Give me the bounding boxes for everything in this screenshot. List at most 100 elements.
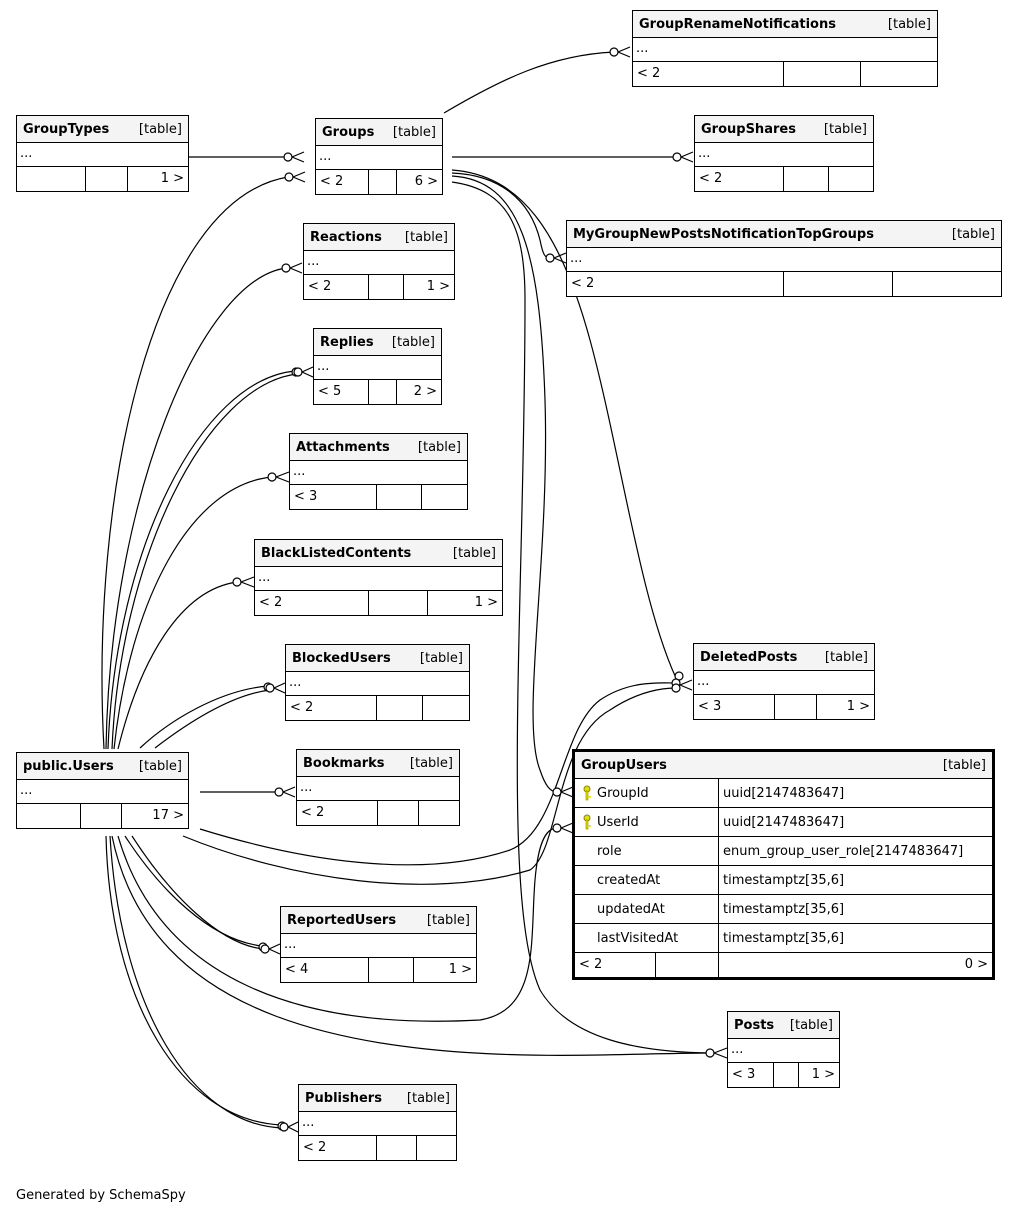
edge-groups-grouprename bbox=[443, 51, 615, 114]
parents-count: < 2 bbox=[575, 953, 656, 977]
children-count: 1 > bbox=[426, 279, 450, 294]
parents-count: < 2 bbox=[695, 167, 784, 191]
table-header: Bookmarks[table] bbox=[297, 750, 459, 777]
parents-count: < 2 bbox=[304, 275, 369, 299]
table-public-users[interactable]: public.Users[table] ... 17 > bbox=[16, 752, 189, 829]
columns-ellipsis: ... bbox=[316, 146, 442, 170]
cf-replies bbox=[291, 366, 314, 378]
cf-groupshares bbox=[672, 151, 694, 163]
columns-ellipsis: ... bbox=[633, 38, 937, 62]
parents-count: < 4 bbox=[281, 958, 369, 982]
table-header: MyGroupNewPostsNotificationTopGroups[tab… bbox=[567, 221, 1001, 248]
parents-count: < 2 bbox=[255, 591, 369, 615]
columns-ellipsis: ... bbox=[297, 777, 459, 801]
table-footer: < 4 1 > bbox=[281, 958, 476, 982]
column-name: createdAt bbox=[597, 872, 661, 888]
table-name: GroupTypes bbox=[23, 121, 110, 137]
column-row[interactable]: createdAt timestamptz[35,6] bbox=[575, 866, 992, 895]
table-tag: [table] bbox=[452, 545, 496, 561]
table-tag: [table] bbox=[391, 334, 435, 350]
table-publishers[interactable]: Publishers[table] ... < 2 bbox=[298, 1084, 457, 1161]
table-grouptypes[interactable]: GroupTypes [table] ... 1 > bbox=[16, 115, 189, 192]
table-header: Reactions[table] bbox=[304, 224, 454, 251]
table-header: Replies[table] bbox=[314, 329, 441, 356]
column-row[interactable]: lastVisitedAt timestamptz[35,6] bbox=[575, 924, 992, 953]
children-count bbox=[417, 1136, 456, 1160]
table-tag: [table] bbox=[406, 1090, 450, 1106]
table-name: Attachments bbox=[296, 439, 390, 455]
table-footer: 1 > bbox=[17, 167, 188, 191]
column-row[interactable]: UserId uuid[2147483647] bbox=[575, 808, 992, 837]
columns-count bbox=[378, 801, 419, 825]
table-bookmarks[interactable]: Bookmarks[table] ... < 2 bbox=[296, 749, 460, 826]
table-tag: [table] bbox=[823, 121, 867, 137]
table-name: DeletedPosts bbox=[700, 649, 798, 665]
columns-count bbox=[774, 1063, 799, 1087]
table-name: MyGroupNewPostsNotificationTopGroups bbox=[573, 226, 874, 242]
columns-count bbox=[369, 591, 428, 615]
columns-count bbox=[369, 275, 404, 299]
edge-groups-posts bbox=[451, 181, 711, 1054]
column-row[interactable]: role enum_group_user_role[2147483647] bbox=[575, 837, 992, 866]
table-blockedusers[interactable]: BlockedUsers[table] ... < 2 bbox=[285, 644, 470, 721]
children-count: 1 > bbox=[448, 962, 472, 977]
table-mygroupnewpostsnotificationtopgroups[interactable]: MyGroupNewPostsNotificationTopGroups[tab… bbox=[566, 220, 1002, 297]
cf-blacklisted bbox=[232, 576, 255, 588]
table-tag: [table] bbox=[942, 757, 986, 773]
table-header: BlockedUsers [table] bbox=[286, 645, 469, 672]
columns-count bbox=[369, 170, 397, 194]
table-groupusers[interactable]: GroupUsers[table] GroupId uuid[214748364… bbox=[572, 749, 995, 980]
columns-count bbox=[377, 696, 423, 720]
children-count bbox=[422, 485, 467, 509]
table-footer: < 2 bbox=[567, 272, 1001, 296]
table-tag: [table] bbox=[426, 912, 470, 928]
table-name: BlockedUsers bbox=[292, 650, 391, 666]
generated-by-note: Generated by SchemaSpy bbox=[16, 1188, 186, 1203]
columns-count bbox=[784, 167, 829, 191]
column-row[interactable]: GroupId uuid[2147483647] bbox=[575, 779, 992, 808]
table-tag: [table] bbox=[138, 758, 182, 774]
children-count bbox=[861, 62, 937, 86]
edge-groups-deletedposts bbox=[451, 169, 677, 679]
parents-count: < 2 bbox=[567, 272, 784, 296]
columns-count bbox=[656, 953, 719, 977]
columns-ellipsis: ... bbox=[17, 143, 188, 167]
table-header: GroupUsers[table] bbox=[575, 752, 992, 779]
column-name: updatedAt bbox=[597, 901, 665, 917]
table-name: Posts bbox=[734, 1017, 775, 1033]
edge-users-deletedposts-1 bbox=[199, 682, 677, 866]
table-name: Groups bbox=[322, 124, 375, 140]
parents-count: < 5 bbox=[314, 380, 369, 404]
table-header: public.Users[table] bbox=[17, 753, 188, 780]
table-tag: [table] bbox=[138, 121, 182, 137]
cf-groups-b bbox=[284, 171, 306, 183]
table-grouprenamenotifications[interactable]: GroupRenameNotifications[table] ... < 2 bbox=[632, 10, 938, 87]
table-tag: [table] bbox=[419, 650, 463, 666]
primary-key-icon bbox=[583, 814, 591, 830]
table-name: GroupRenameNotifications bbox=[639, 16, 836, 32]
table-groupshares[interactable]: GroupShares[table] ... < 2 bbox=[694, 115, 874, 192]
cf-reported bbox=[258, 942, 281, 955]
table-header: BlackListedContents[table] bbox=[255, 540, 502, 567]
table-name: ReportedUsers bbox=[287, 912, 397, 928]
column-type: uuid[2147483647] bbox=[723, 814, 845, 830]
edge-users-blacklisted bbox=[117, 581, 238, 750]
edge-users-blocked-2 bbox=[154, 689, 271, 749]
cf-groupusers-groupid bbox=[552, 786, 574, 798]
table-attachments[interactable]: Attachments[table] ... < 3 bbox=[289, 433, 468, 510]
table-tag: [table] bbox=[824, 649, 868, 665]
table-header: GroupTypes [table] bbox=[17, 116, 188, 143]
cf-groups-a bbox=[283, 151, 305, 163]
column-row[interactable]: updatedAt timestamptz[35,6] bbox=[575, 895, 992, 924]
table-footer: < 2 bbox=[299, 1136, 456, 1160]
